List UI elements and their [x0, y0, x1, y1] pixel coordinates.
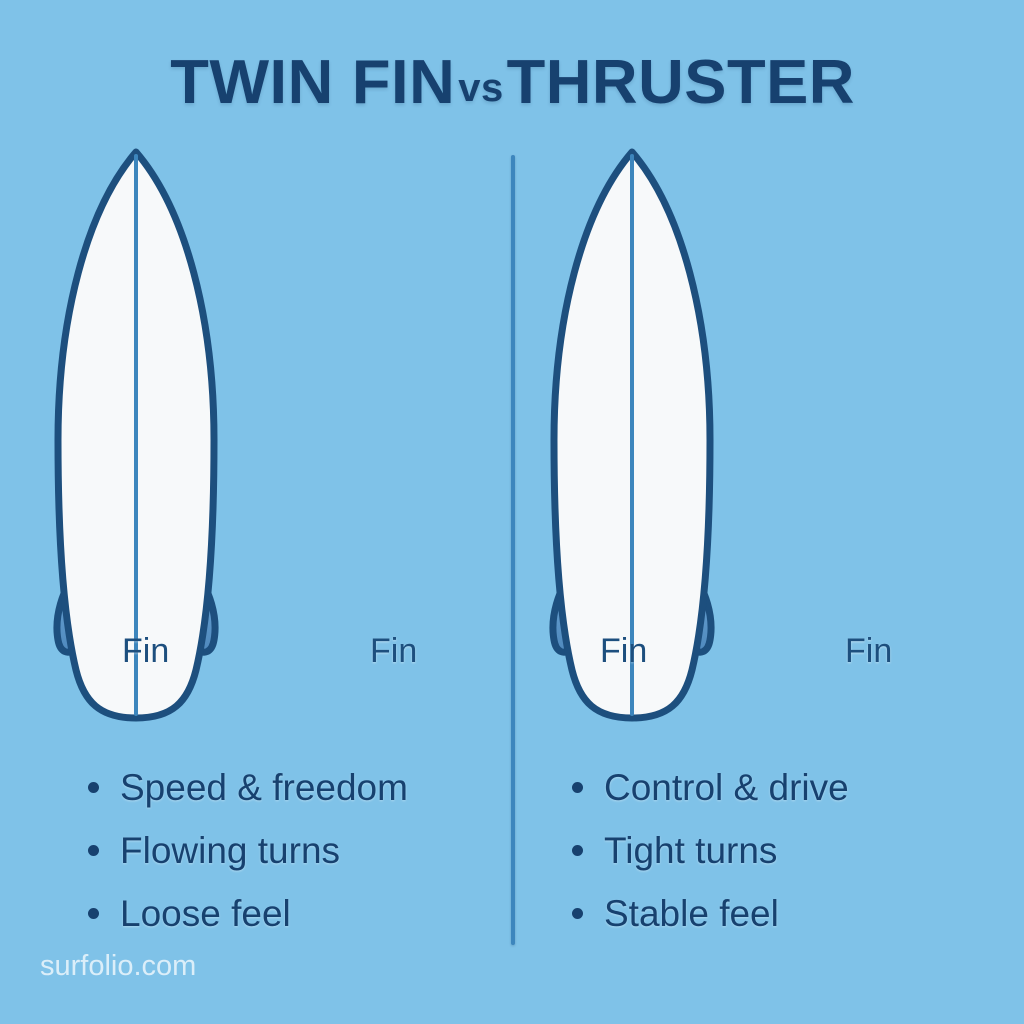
list-item: Tight turns	[572, 819, 849, 882]
thruster-surfboard	[549, 148, 715, 722]
fin-label-twin-right: Fin	[370, 632, 418, 670]
twin-fin-surfboard	[53, 148, 219, 722]
fin-label-thruster-left: Fin	[600, 632, 648, 670]
watermark: surfolio.com	[40, 950, 197, 982]
list-item: Flowing turns	[88, 819, 408, 882]
list-item-label: Flowing turns	[120, 829, 341, 871]
bullet-dot-icon	[572, 845, 583, 856]
thruster-panel	[512, 140, 1024, 740]
bullet-dot-icon	[88, 782, 99, 793]
list-item: Speed & freedom	[88, 756, 408, 819]
list-item: Stable feel	[572, 882, 849, 945]
list-item-label: Control & drive	[604, 766, 849, 808]
page-title: TWIN FINvsTHRUSTER	[0, 52, 1024, 114]
panel-divider	[511, 155, 515, 945]
list-item-label: Loose feel	[120, 892, 291, 934]
bullet-dot-icon	[88, 845, 99, 856]
title-part-two: THRUSTER	[506, 48, 855, 117]
bullet-dot-icon	[572, 782, 583, 793]
thruster-feature-list: Control & drive Tight turns Stable feel	[572, 756, 849, 945]
bullet-dot-icon	[572, 908, 583, 919]
list-item: Loose feel	[88, 882, 408, 945]
twin-fin-panel	[0, 140, 512, 740]
fin-label-twin-left: Fin	[122, 632, 170, 670]
fin-label-thruster-right: Fin	[845, 632, 893, 670]
title-part-one: TWIN FIN	[169, 48, 456, 117]
title-versus: vs	[458, 66, 504, 110]
list-item-label: Speed & freedom	[120, 766, 408, 808]
bullet-dot-icon	[88, 908, 99, 919]
list-item-label: Stable feel	[604, 892, 779, 934]
list-item-label: Tight turns	[604, 829, 778, 871]
twin-fin-feature-list: Speed & freedom Flowing turns Loose feel	[88, 756, 408, 945]
list-item: Control & drive	[572, 756, 849, 819]
